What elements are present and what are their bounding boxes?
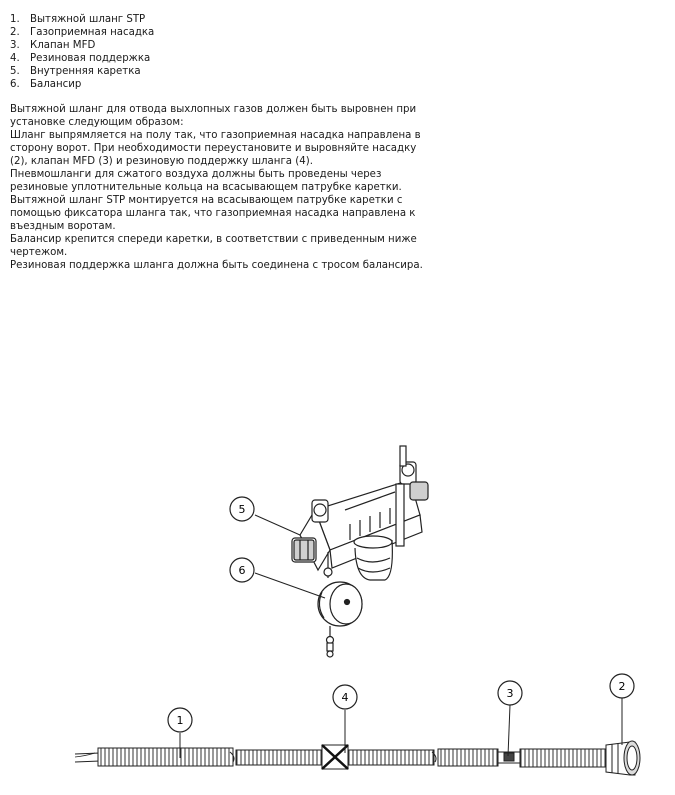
part-label: Балансир <box>30 79 82 90</box>
instruction-paragraph: Балансир крепится спереди каретки, в соо… <box>10 234 417 258</box>
document-body: 1. Вытяжной шланг STP 2. Газоприемная наса… <box>10 13 430 272</box>
balancer-drawing <box>317 552 363 658</box>
hose-drawing <box>74 740 641 776</box>
part-label: Резиновая поддержка <box>30 53 151 64</box>
part-number: 3. <box>10 40 20 51</box>
assembly-drawing-svg: 5 6 1 4 3 2 <box>74 445 641 776</box>
parts-list: 1. Вытяжной шланг STP 2. Газоприемная наса… <box>10 13 430 91</box>
instruction-paragraph: Резиновая поддержка шланга должна быть с… <box>10 260 423 271</box>
callout-label: 6 <box>239 564 246 577</box>
assembly-drawing: 5 6 1 4 3 2 <box>0 440 675 795</box>
callout-label: 4 <box>342 691 349 704</box>
parts-list-item: 1. Вытяжной шланг STP <box>10 13 430 26</box>
parts-list-item: 5. Внутренняя каретка <box>10 65 430 78</box>
part-number: 4. <box>10 53 20 64</box>
instruction-paragraph: Пневмошланги для сжатого воздуха должны … <box>10 169 402 193</box>
callout-6: 6 <box>229 557 255 583</box>
callout-2: 2 <box>609 673 635 699</box>
part-label: Вытяжной шланг STP <box>30 14 146 25</box>
callout-label: 1 <box>177 714 184 727</box>
parts-list-item: 4. Резиновая поддержка <box>10 52 430 65</box>
instruction-paragraph: Вытяжной шланг STP монтируется на всасыв… <box>10 195 416 232</box>
parts-list-item: 3. Клапан MFD <box>10 39 430 52</box>
part-number: 5. <box>10 66 20 77</box>
part-number: 1. <box>10 14 20 25</box>
carriage-drawing <box>291 445 429 581</box>
parts-list-item: 6. Балансир <box>10 78 430 91</box>
part-label: Газоприемная насадка <box>30 27 155 38</box>
callout-4: 4 <box>332 684 358 710</box>
callout-1: 1 <box>167 707 193 733</box>
part-number: 6. <box>10 79 20 90</box>
part-label: Внутренняя каретка <box>30 66 141 77</box>
callout-label: 5 <box>239 503 246 516</box>
instruction-paragraph: Вытяжной шланг для отвода выхлопных газо… <box>10 104 417 128</box>
callout-leaders <box>179 514 623 758</box>
callout-label: 2 <box>619 680 626 693</box>
part-number: 2. <box>10 27 20 38</box>
callout-label: 3 <box>507 687 514 700</box>
part-label: Клапан MFD <box>30 40 96 51</box>
parts-list-item: 2. Газоприемная насадка <box>10 26 430 39</box>
callout-5: 5 <box>229 496 255 522</box>
instruction-paragraph: Шланг выпрямляется на полу так, что газо… <box>10 130 421 167</box>
callout-3: 3 <box>497 680 523 706</box>
